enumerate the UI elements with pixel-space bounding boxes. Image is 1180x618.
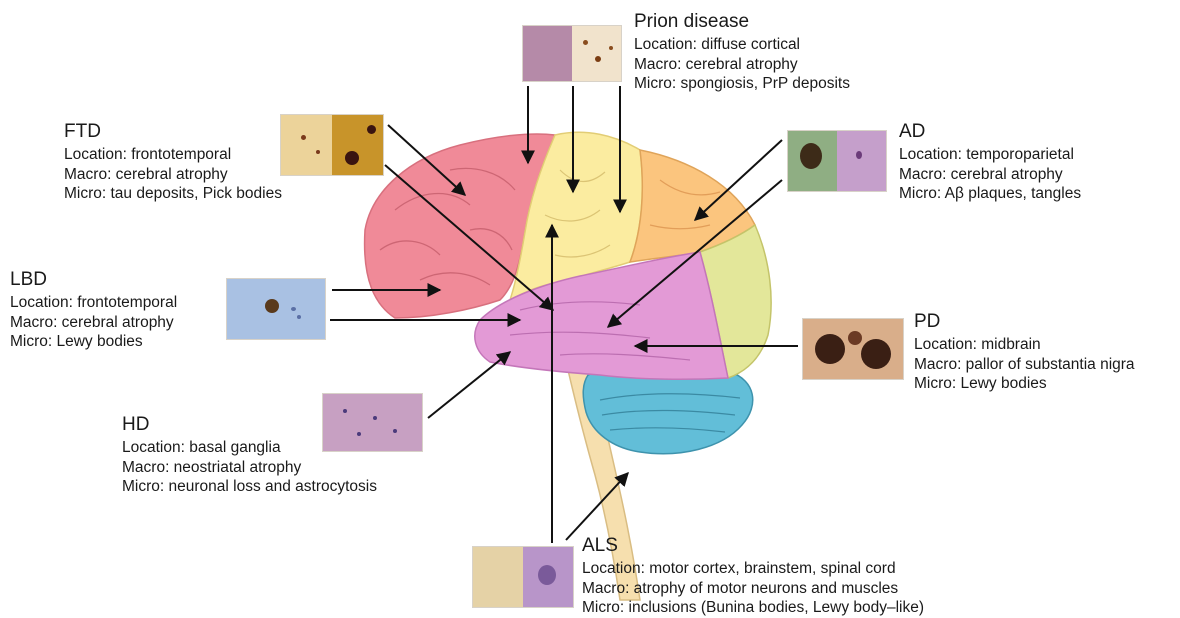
ad-micro: Micro: Aβ plaques, tangles [899, 184, 1081, 204]
hd-micro: Micro: neuronal loss and astrocytosis [122, 477, 377, 497]
als-macro: Macro: atrophy of motor neurons and musc… [582, 579, 924, 599]
ad-label: AD Location: temporoparietal Macro: cere… [899, 120, 1081, 204]
lbd-macro: Macro: cerebral atrophy [10, 313, 177, 333]
hd-label: HD Location: basal ganglia Macro: neostr… [122, 413, 377, 497]
ftd-label: FTD Location: frontotemporal Macro: cere… [64, 120, 282, 204]
lbd-histology-image [226, 278, 326, 340]
ftd-histology-image [280, 114, 384, 176]
prion-macro: Macro: cerebral atrophy [634, 55, 850, 75]
ftd-location: Location: frontotemporal [64, 145, 282, 165]
als-location: Location: motor cortex, brainstem, spina… [582, 559, 924, 579]
lbd-micro: Micro: Lewy bodies [10, 332, 177, 352]
als-histology-image [472, 546, 574, 608]
pd-histology-image [802, 318, 904, 380]
lbd-location: Location: frontotemporal [10, 293, 177, 313]
pd-macro: Macro: pallor of substantia nigra [914, 355, 1135, 375]
pd-micro: Micro: Lewy bodies [914, 374, 1135, 394]
ftd-micro: Micro: tau deposits, Pick bodies [64, 184, 282, 204]
pd-title: PD [914, 310, 1135, 334]
ad-macro: Macro: cerebral atrophy [899, 165, 1081, 185]
als-label: ALS Location: motor cortex, brainstem, s… [582, 534, 924, 618]
ftd-title: FTD [64, 120, 282, 144]
als-title: ALS [582, 534, 924, 558]
lbd-title: LBD [10, 268, 177, 292]
pd-label: PD Location: midbrain Macro: pallor of s… [914, 310, 1135, 394]
lbd-label: LBD Location: frontotemporal Macro: cere… [10, 268, 177, 352]
hd-arrow [428, 352, 510, 418]
ad-location: Location: temporoparietal [899, 145, 1081, 165]
prion-histology-image [522, 25, 622, 82]
prion-label: Prion disease Location: diffuse cortical… [634, 10, 850, 94]
hd-macro: Macro: neostriatal atrophy [122, 458, 377, 478]
ftd-macro: Macro: cerebral atrophy [64, 165, 282, 185]
als-micro: Micro: inclusions (Bunina bodies, Lewy b… [582, 598, 924, 618]
hd-title: HD [122, 413, 377, 437]
pd-location: Location: midbrain [914, 335, 1135, 355]
prion-location: Location: diffuse cortical [634, 35, 850, 55]
ad-histology-image [787, 130, 887, 192]
prion-micro: Micro: spongiosis, PrP deposits [634, 74, 850, 94]
ad-title: AD [899, 120, 1081, 144]
prion-title: Prion disease [634, 10, 850, 34]
hd-location: Location: basal ganglia [122, 438, 377, 458]
